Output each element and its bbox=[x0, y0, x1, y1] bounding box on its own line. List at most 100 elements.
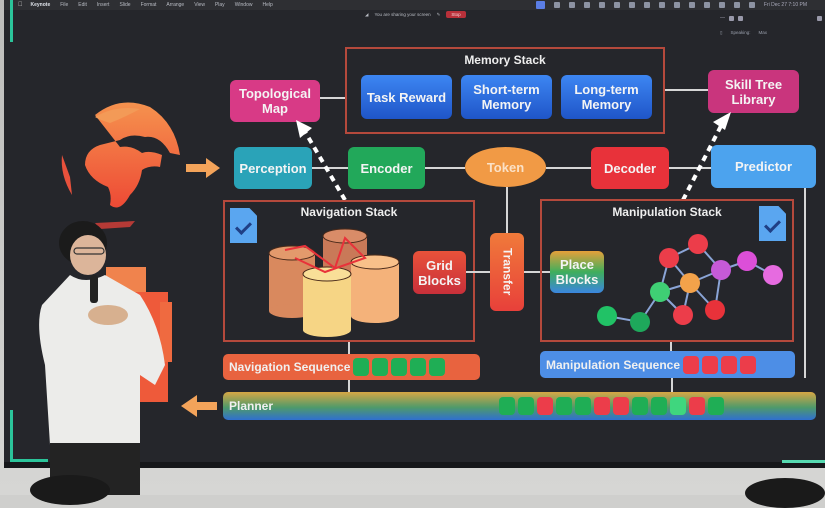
connector-line bbox=[524, 271, 550, 273]
meeting-controls: — bbox=[720, 15, 822, 21]
token-ellipse: Token bbox=[465, 147, 546, 187]
menu-bar:  Keynote File Edit Insert Slide Format … bbox=[4, 0, 825, 10]
speaking-indicator: ▯ Speaking: Max bbox=[720, 30, 767, 36]
cloud-icon[interactable] bbox=[553, 2, 560, 8]
apple-menu-icon[interactable]:  bbox=[18, 2, 23, 8]
planner-label: Planner bbox=[229, 399, 274, 413]
transfer-box: Transfer bbox=[490, 233, 524, 311]
menu-insert[interactable]: Insert bbox=[92, 2, 110, 8]
manipulation-sequence-label: Manipulation Sequence bbox=[546, 357, 681, 372]
connector-line bbox=[546, 167, 591, 169]
perception-box: Perception bbox=[234, 147, 312, 189]
audience-head bbox=[30, 475, 110, 505]
menu-play[interactable]: Play bbox=[210, 2, 225, 8]
connector-line bbox=[671, 378, 673, 392]
memory-stack-title: Memory Stack bbox=[464, 53, 546, 67]
menu-view[interactable]: View bbox=[189, 2, 205, 8]
planner-chip-green bbox=[708, 397, 724, 415]
encoder-box: Encoder bbox=[348, 147, 425, 189]
planner-bar: Planner bbox=[223, 392, 816, 420]
menu-window[interactable]: Window bbox=[230, 2, 253, 8]
grid-blocks-box: Grid Blocks bbox=[413, 251, 466, 294]
predictor-box: Predictor bbox=[711, 145, 816, 188]
pause-share-icon[interactable]: ✎ bbox=[436, 11, 441, 17]
planner-chip-green bbox=[651, 397, 667, 415]
navigation-chip-green bbox=[372, 358, 389, 376]
menu-slide[interactable]: Slide bbox=[114, 2, 130, 8]
place-blocks-box: Place Blocks bbox=[550, 251, 604, 293]
control-center-icon[interactable] bbox=[748, 2, 755, 8]
planner-chip-green bbox=[556, 397, 572, 415]
menu-file[interactable]: File bbox=[55, 2, 68, 8]
display-icon[interactable] bbox=[658, 2, 665, 8]
decoder-box: Decoder bbox=[591, 147, 669, 189]
manipulation-chip-red bbox=[702, 355, 719, 374]
speaking-icon: ▯ bbox=[720, 30, 723, 35]
manipulation-sequence-bar: Manipulation Sequence bbox=[540, 351, 795, 378]
audience-head bbox=[745, 478, 825, 508]
manipulation-chip-red bbox=[683, 355, 700, 374]
cylinders-icon bbox=[268, 228, 400, 337]
topological-map-box: Topological Map bbox=[230, 80, 320, 122]
timer-icon[interactable] bbox=[688, 2, 695, 8]
planner-chip-green bbox=[632, 397, 648, 415]
connector-line bbox=[466, 271, 490, 273]
menu-help[interactable]: Help bbox=[257, 2, 272, 8]
manipulation-stack-title: Manipulation Stack bbox=[612, 205, 722, 219]
screen-corner-accent bbox=[10, 0, 13, 42]
menu-app-name[interactable]: Keynote bbox=[26, 2, 51, 8]
cloud-upload-icon[interactable] bbox=[613, 2, 620, 8]
stop-share-button[interactable]: Stop bbox=[446, 11, 466, 18]
document-icon[interactable] bbox=[583, 2, 590, 8]
menu-arrange[interactable]: Arrange bbox=[161, 2, 184, 8]
navigation-chip-green bbox=[391, 358, 408, 376]
speaking-label: Speaking: bbox=[730, 30, 751, 35]
panel-menu-icon[interactable] bbox=[817, 15, 822, 21]
share-message: You are sharing your screen bbox=[374, 12, 431, 17]
bell-icon[interactable] bbox=[643, 2, 650, 8]
share-status-icon: ◢ bbox=[365, 11, 369, 17]
screen-corner-accent bbox=[10, 459, 48, 462]
menu-datetime[interactable]: Fri Dec 27 7:10 PM bbox=[763, 2, 807, 8]
manipulation-chip-red bbox=[721, 355, 738, 374]
checked-document-icon bbox=[230, 208, 257, 243]
manipulation-sequence-chips bbox=[683, 355, 759, 374]
connector-line bbox=[425, 167, 465, 169]
planner-chip-red bbox=[594, 397, 610, 415]
navigation-chip-green bbox=[429, 358, 446, 376]
arrow-right-icon bbox=[186, 158, 220, 178]
navigation-sequence-chips bbox=[353, 358, 448, 376]
sync-icon[interactable] bbox=[628, 2, 635, 8]
window-icon[interactable] bbox=[729, 15, 734, 21]
grid-view-icon[interactable] bbox=[738, 15, 743, 21]
planner-chip-lightgreen bbox=[670, 397, 686, 415]
planner-chip-red bbox=[613, 397, 629, 415]
navigation-chip-green bbox=[353, 358, 370, 376]
battery-icon[interactable] bbox=[703, 2, 710, 8]
connector-line bbox=[348, 342, 350, 354]
grid-icon[interactable] bbox=[598, 2, 605, 8]
menu-edit[interactable]: Edit bbox=[73, 2, 87, 8]
connector-line bbox=[804, 188, 806, 378]
presenter-photo bbox=[39, 221, 165, 495]
user-icon[interactable] bbox=[568, 2, 575, 8]
search-icon[interactable] bbox=[733, 2, 740, 8]
screen-share-icon[interactable] bbox=[535, 1, 545, 9]
connector-line bbox=[669, 167, 711, 169]
planner-chip-green bbox=[575, 397, 591, 415]
connector-line bbox=[665, 89, 708, 91]
planner-chip-red bbox=[537, 397, 553, 415]
navigation-sequence-label: Navigation Sequence bbox=[229, 360, 351, 374]
record-icon[interactable] bbox=[673, 2, 680, 8]
screen-share-bar: ◢ You are sharing your screen ✎ Stop bbox=[365, 11, 466, 18]
molecule-graph-icon bbox=[597, 234, 783, 332]
navigation-sequence-bar: Navigation Sequence bbox=[223, 354, 480, 380]
short-term-memory-box: Short-term Memory bbox=[461, 75, 552, 119]
minimize-icon[interactable]: — bbox=[720, 15, 725, 21]
menu-format[interactable]: Format bbox=[136, 2, 157, 8]
long-term-memory-box: Long-term Memory bbox=[561, 75, 652, 119]
status-tray: Fri Dec 27 7:10 PM bbox=[535, 1, 817, 9]
planner-chip-green bbox=[499, 397, 515, 415]
speaker-name: Max bbox=[758, 30, 768, 35]
wifi-icon[interactable] bbox=[718, 2, 725, 8]
